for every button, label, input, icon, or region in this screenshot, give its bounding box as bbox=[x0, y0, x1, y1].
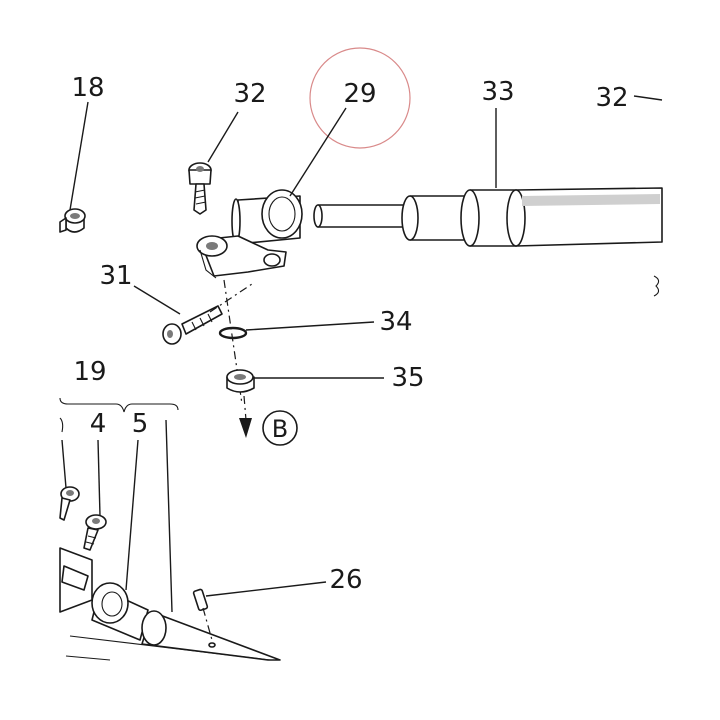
part-26-pin bbox=[192, 588, 213, 641]
callout-31: 31 bbox=[99, 261, 132, 291]
leader-left bbox=[61, 439, 67, 489]
callout-35: 35 bbox=[391, 363, 424, 393]
view-b-label: B bbox=[272, 415, 288, 443]
part-19-assembly bbox=[59, 397, 281, 661]
callout-32: 32 bbox=[233, 79, 266, 109]
callout-18: 18 bbox=[71, 73, 104, 103]
callout-26: 26 bbox=[329, 565, 362, 595]
callout-32-right: 32 bbox=[595, 83, 628, 113]
view-b-indicator: B bbox=[239, 395, 298, 446]
callout-29: 29 bbox=[343, 79, 376, 109]
leader-34 bbox=[245, 321, 375, 331]
highlight-circle bbox=[309, 47, 411, 149]
part-29-clamp bbox=[196, 189, 303, 279]
leader-18 bbox=[69, 101, 89, 211]
part-32-screw bbox=[188, 162, 212, 215]
part-18-bushing bbox=[59, 208, 86, 233]
leader-32a bbox=[207, 111, 239, 163]
leader-31 bbox=[133, 285, 181, 315]
edge-fragment-left bbox=[59, 417, 64, 433]
callout-33: 33 bbox=[481, 77, 514, 107]
leader-5 bbox=[125, 439, 139, 591]
callout-19: 19 bbox=[73, 357, 106, 387]
centerline-31 bbox=[209, 283, 253, 313]
part-33-shaft bbox=[313, 187, 663, 247]
callout-5: 5 bbox=[132, 409, 149, 439]
callout-4: 4 bbox=[90, 409, 107, 439]
leader-4 bbox=[97, 439, 101, 517]
callout-34: 34 bbox=[379, 307, 412, 337]
leader-32b bbox=[633, 95, 663, 101]
part-34-oring bbox=[218, 326, 248, 340]
edge-fragment-right bbox=[653, 275, 660, 297]
part-35-bushing bbox=[226, 369, 255, 393]
leader-19-bracket bbox=[165, 419, 173, 613]
leader-29 bbox=[289, 107, 347, 197]
part-31-screw bbox=[162, 305, 223, 345]
leader-26 bbox=[205, 581, 327, 597]
